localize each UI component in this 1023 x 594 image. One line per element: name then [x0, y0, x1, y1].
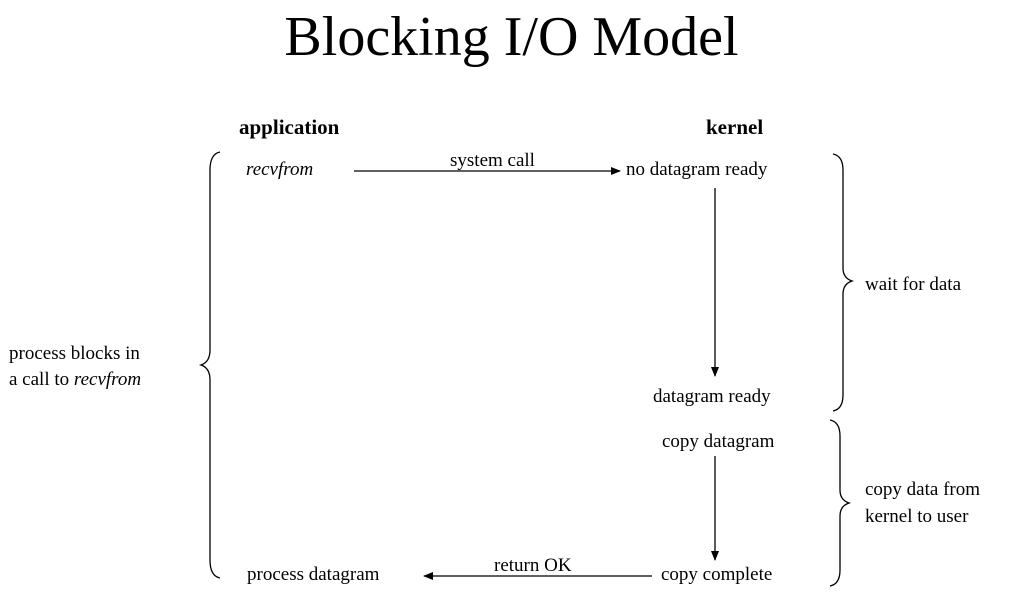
process-datagram-label: process datagram [247, 564, 380, 585]
copy-datagram-label: copy datagram [662, 431, 775, 452]
copy-complete-label: copy complete [661, 564, 773, 585]
return-ok-label: return OK [494, 555, 572, 576]
system-call-label: system call [450, 150, 535, 171]
wait-for-data-brace [832, 153, 855, 412]
page-title: Blocking I/O Model [284, 6, 739, 68]
application-header: application [239, 115, 340, 139]
kernel-header: kernel [706, 115, 764, 139]
process-blocks-recvfrom: recvfrom [73, 369, 142, 390]
copy-data-label-line2: kernel to user [865, 506, 969, 527]
recvfrom-label: recvfrom [246, 159, 314, 180]
copy-data-label-line1: copy data from [865, 479, 981, 500]
wait-for-data-label: wait for data [865, 274, 962, 295]
copy-data-brace [829, 419, 852, 587]
process-blocks-label-line1: process blocks in [9, 343, 140, 364]
datagram-ready-label: datagram ready [653, 386, 771, 407]
no-datagram-ready-label: no datagram ready [626, 159, 768, 180]
process-blocks-brace [198, 151, 221, 579]
process-blocks-prefix: a call to [9, 369, 74, 390]
process-blocks-label-line2: a call to recvfrom [9, 370, 141, 389]
